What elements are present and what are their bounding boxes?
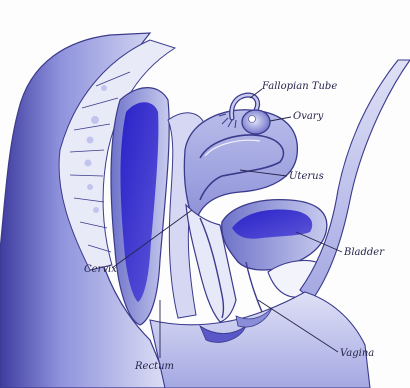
label-rectum: Rectum <box>135 361 174 373</box>
label-bladder: Bladder <box>344 247 384 259</box>
label-vagina: Vagina <box>340 348 374 360</box>
label-cervix: Cervix <box>84 264 117 276</box>
label-fallopian-tube: Fallopian Tube <box>262 81 337 93</box>
label-uterus: Uterus <box>289 171 324 183</box>
ovary-follicle <box>249 116 256 123</box>
ovary-shape <box>242 110 270 134</box>
label-ovary: Ovary <box>293 111 323 123</box>
